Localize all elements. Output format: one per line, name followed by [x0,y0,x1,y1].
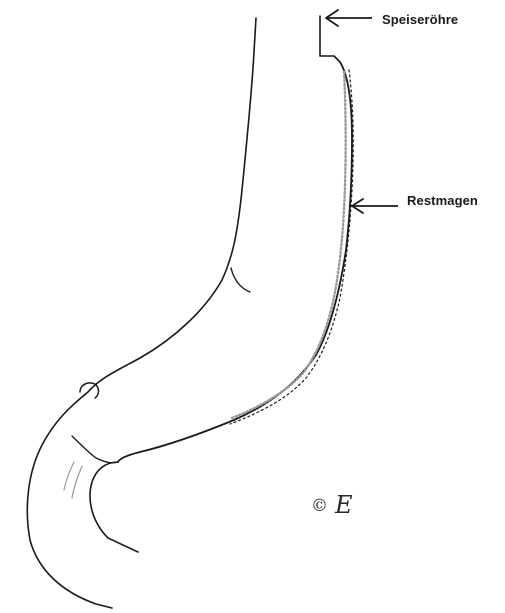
esophagus-label: Speiseröhre [382,12,458,27]
copyright-mark: ©E [311,491,353,519]
lesser-curvature-fold [231,268,250,292]
esophagus-arrow [326,10,372,26]
lesser-curvature-outline [27,18,256,608]
duodenum-inner-wall [90,462,138,552]
esophagus-right-wall [320,16,340,62]
author-initial: E [335,491,353,519]
remnant-stomach-arrow [352,199,398,213]
remnant-stomach-label: Restmagen [407,193,478,208]
pylorus-fold-1 [64,462,74,490]
copyright-symbol: © [311,496,328,516]
greater-curvature-outline [118,62,352,462]
pylorus-constriction-1 [72,436,118,463]
pylorus-fold-2 [72,466,82,498]
